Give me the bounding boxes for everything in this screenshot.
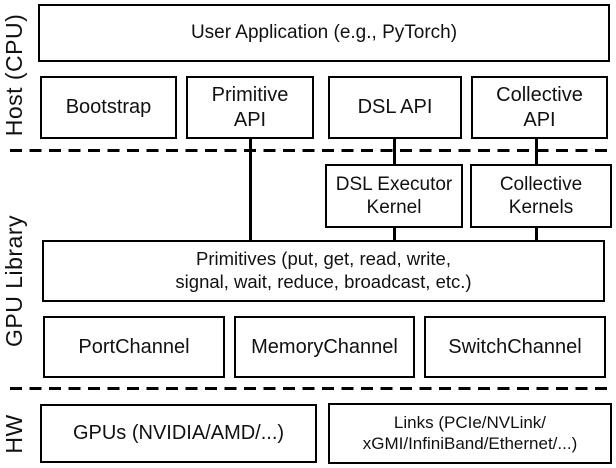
box-gpus: GPUs (NVIDIA/AMD/...) xyxy=(40,404,317,463)
box-port-channel: PortChannel xyxy=(43,316,225,378)
box-dsl-api: DSL API xyxy=(328,76,462,139)
box-bootstrap: Bootstrap xyxy=(40,76,177,139)
box-dsl-executor-kernel: DSL Executor Kernel xyxy=(325,164,463,228)
box-switch-channel: SwitchChannel xyxy=(424,316,606,378)
box-collective-api: Collective API xyxy=(471,76,608,139)
layer-divider-gpu-hw xyxy=(10,387,614,390)
box-links: Links (PCIe/NVLink/ xGMI/InfiniBand/Ethe… xyxy=(328,403,612,464)
box-collective-kernels: Collective Kernels xyxy=(470,164,612,228)
box-primitives: Primitives (put, get, read, write, signa… xyxy=(42,240,605,302)
layer-label-hw: HW xyxy=(1,414,27,454)
connector-primitive-api-to-primitives xyxy=(249,137,252,242)
box-primitive-api: Primitive API xyxy=(186,76,314,139)
box-memory-channel: MemoryChannel xyxy=(234,316,415,378)
layer-divider-host-gpu xyxy=(10,149,614,152)
box-user-application: User Application (e.g., PyTorch) xyxy=(38,4,610,62)
layer-label-host-cpu: Host (CPU) xyxy=(1,13,27,137)
